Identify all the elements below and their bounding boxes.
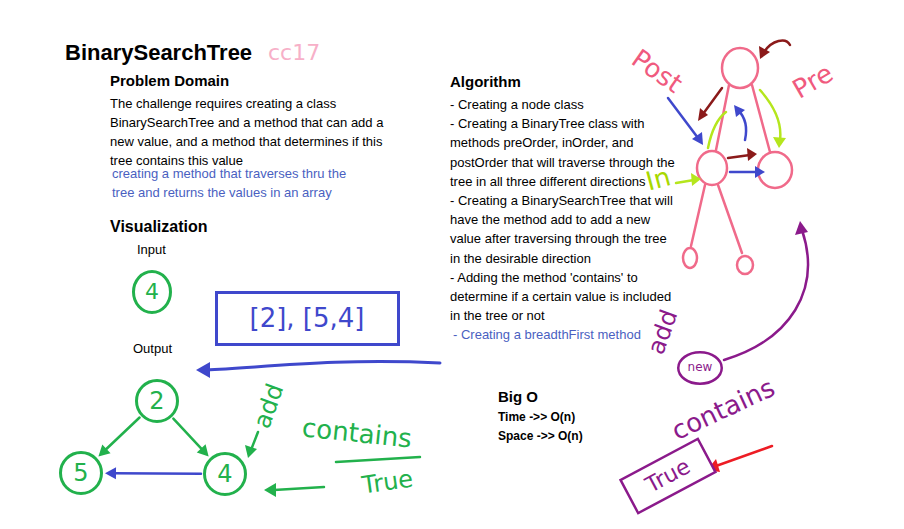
complexity-text: Space ->> O(n)	[498, 429, 583, 443]
outline-shape	[205, 454, 246, 495]
page-title: BinarySearchTree	[65, 40, 252, 66]
sketch-stroke	[734, 105, 745, 117]
sketch-stroke	[668, 98, 698, 138]
sketch-stroke	[196, 362, 210, 378]
node-label: new	[688, 361, 713, 374]
list-item: - Creating a BinarySearchTree that will …	[450, 191, 678, 268]
body-text: The challenge requires creating a class …	[110, 94, 395, 170]
complexity-text: Time ->> O(n)	[498, 410, 575, 424]
list-item: - Adding the method 'contains' to determ…	[450, 268, 678, 326]
array-box: [2], [5,4]	[215, 291, 400, 346]
sketch-stroke	[683, 248, 697, 268]
outline-shape	[137, 381, 178, 422]
sketch-stroke	[692, 132, 703, 145]
sketch-stroke	[730, 171, 758, 174]
node-label: 4	[217, 461, 232, 487]
sketch-stroke	[251, 432, 258, 450]
connector-line	[104, 418, 139, 451]
sketch-stroke	[722, 48, 758, 88]
handwritten-note: add	[642, 306, 684, 358]
section-heading: Algorithm	[450, 73, 521, 90]
sketch-stroke	[703, 88, 722, 114]
caption-text: Input	[137, 242, 166, 257]
sketch-stroke	[697, 151, 727, 185]
node-label: [2], [5,4]	[250, 304, 365, 333]
list-item: - Creating a node class	[450, 95, 678, 114]
algorithm-list: - Creating a node class- Creating a Bina…	[450, 95, 678, 345]
sketch-stroke	[274, 487, 324, 490]
section-heading: Problem Domain	[110, 72, 229, 89]
handwritten-note: Pre	[787, 58, 838, 105]
tree-node: 4	[203, 452, 247, 496]
outline-shape	[678, 352, 722, 384]
connector-line	[113, 472, 201, 475]
sketch-stroke	[245, 445, 257, 458]
node-label: 2	[149, 388, 164, 414]
sketch-stroke	[737, 256, 753, 274]
sketch-stroke	[724, 230, 808, 360]
sketch-stroke	[752, 85, 770, 152]
sketch-stroke	[747, 148, 757, 161]
handwritten-note: Post	[626, 43, 688, 99]
tree-node: 5	[59, 451, 103, 495]
outline-shape	[216, 292, 398, 344]
handwritten-note: contains	[301, 412, 414, 453]
sketch-stroke	[336, 457, 420, 462]
arrow-head	[197, 444, 209, 456]
node-label: 4	[145, 280, 159, 304]
sketch-stroke	[758, 152, 792, 188]
tree-node: 2	[135, 379, 179, 423]
sketch-stroke	[698, 108, 708, 121]
sketch-stroke	[718, 185, 742, 253]
sketch-stroke	[716, 446, 772, 466]
arrow-head	[98, 445, 110, 457]
outline-shape	[61, 453, 102, 494]
result-box: True	[619, 437, 717, 515]
sketch-stroke	[760, 90, 780, 140]
list-item: - Creating a BinaryTree class with metho…	[450, 114, 678, 191]
sketch-stroke	[691, 173, 701, 186]
connector-line	[173, 419, 203, 451]
outline-shape	[134, 272, 171, 313]
section-heading: Visualization	[110, 218, 208, 236]
sketch-stroke	[206, 362, 440, 370]
sketch-stroke	[728, 155, 750, 158]
sketch-stroke	[759, 46, 770, 59]
handwritten-note: True	[360, 465, 414, 500]
sketch-stroke	[264, 483, 276, 497]
tree-connector	[173, 419, 208, 457]
sketch-stroke	[764, 41, 790, 52]
note-text: creating a method that traverses thru th…	[112, 164, 357, 202]
sketch-stroke	[676, 180, 694, 183]
sketch-stroke	[755, 166, 765, 178]
caption-text: Output	[133, 341, 172, 356]
value-circle: 4	[132, 270, 172, 314]
sketch-stroke	[795, 221, 808, 235]
handwritten-note: add	[248, 380, 290, 432]
tree-connector	[105, 467, 201, 479]
section-heading: Big O	[498, 388, 538, 405]
outline-shape	[621, 439, 716, 513]
sketch-stroke	[691, 185, 705, 246]
node-label: 5	[73, 460, 88, 486]
arrow-head	[105, 467, 116, 479]
handwritten-note: contains	[667, 372, 779, 446]
sketch-stroke	[773, 137, 786, 148]
new-value-circle: new	[677, 351, 723, 385]
tag-note: cc17	[268, 40, 320, 65]
tree-connector	[98, 418, 139, 457]
sketch-stroke	[708, 112, 726, 148]
